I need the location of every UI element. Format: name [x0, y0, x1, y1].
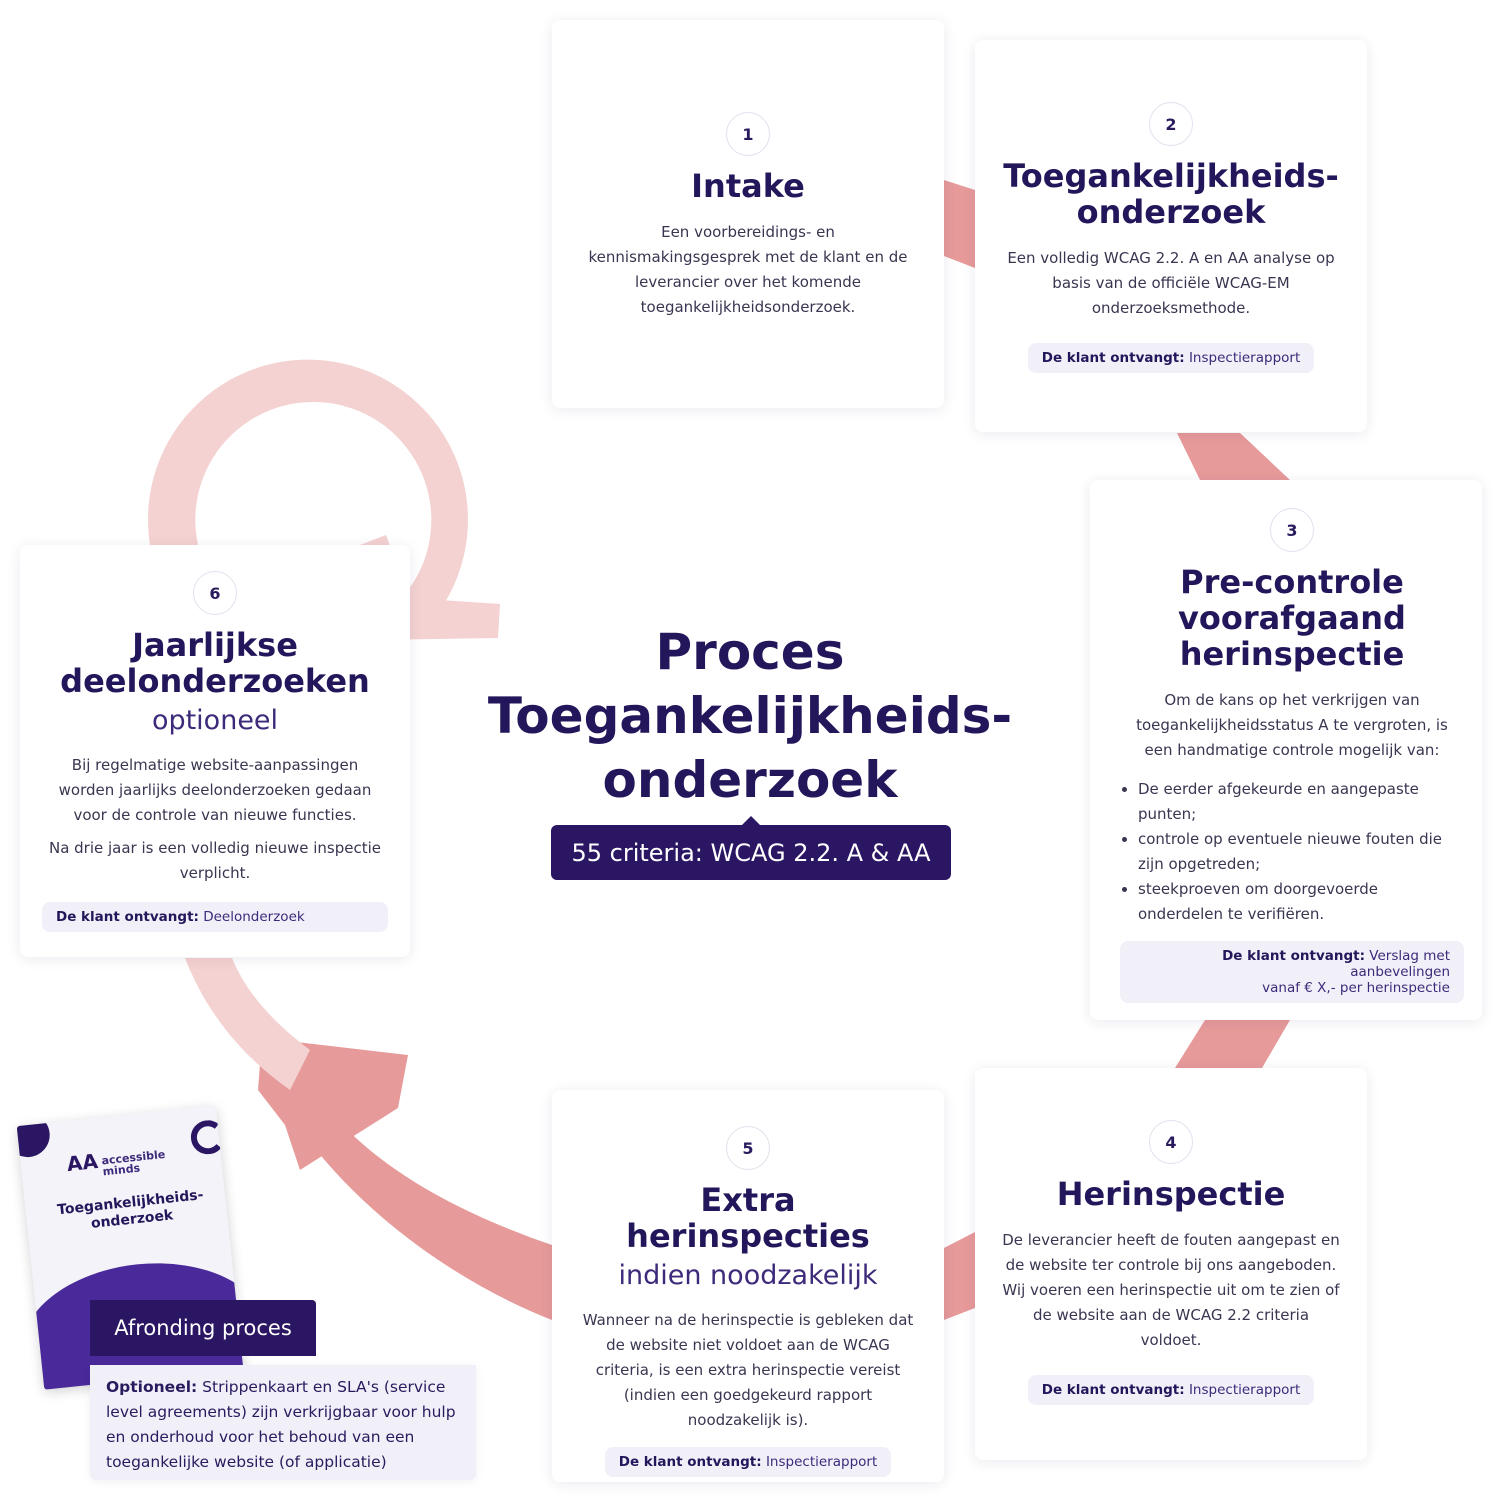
- optional-text: Strippenkaart en SLA's (service level ag…: [106, 1378, 456, 1471]
- receives-pill: De klant ontvangt: Deelonderzoek: [42, 902, 388, 932]
- yearly-loop-arrow: [147, 359, 468, 610]
- step-card-2: 2 Toegankelijkheids- onderzoek Een volle…: [975, 40, 1367, 432]
- brochure-logo: AA accessible minds: [65, 1148, 167, 1181]
- yearly-arc-bottom: [185, 958, 310, 1090]
- receives-label: De klant ontvangt:: [56, 909, 199, 925]
- step-title: Intake: [691, 167, 805, 205]
- receives-label: De klant ontvangt:: [1041, 1382, 1185, 1398]
- receives-value: Deelonderzoek: [203, 909, 305, 925]
- step-card-4: 4 Herinspectie De leverancier heeft de f…: [975, 1068, 1367, 1460]
- receives-pill: De klant ontvangt: Inspectierapport: [1027, 1375, 1315, 1405]
- step-title: Pre-controle voorafgaand herinspectie: [1120, 564, 1464, 672]
- step-number: 2: [1149, 102, 1193, 146]
- step-title-line: Pre-controle: [1180, 563, 1404, 601]
- receives-label: De klant ontvangt:: [618, 1454, 762, 1470]
- completion-optional-box: Optioneel: Strippenkaart en SLA's (servi…: [90, 1365, 476, 1480]
- step-card-1: 1 Intake Een voorbereidings- en kennisma…: [552, 20, 944, 408]
- step-title: Toegankelijkheids- onderzoek: [1001, 158, 1341, 230]
- bullet-item: controle op eventuele nieuwe fouten die …: [1138, 827, 1464, 877]
- connector-1-2: [944, 180, 975, 268]
- completion-label: Afronding proces: [90, 1300, 316, 1356]
- connector-4-5: [944, 1232, 975, 1320]
- step-card-5: 5 Extra herinspecties indien noodzakelij…: [552, 1090, 944, 1482]
- step-title-line: voorafgaand: [1178, 599, 1406, 637]
- step-body: Om de kans op het verkrijgen van toegank…: [1136, 691, 1448, 759]
- step-title-line: herinspectie: [1179, 635, 1405, 673]
- step-body-2: Na drie jaar is een volledig nieuwe insp…: [48, 839, 382, 882]
- title-line-2: Toegankelijkheids-: [487, 687, 1013, 745]
- receives-label: De klant ontvangt:: [1222, 948, 1365, 964]
- bullet-item: steekproeven om doorgevoerde onderdelen …: [1138, 877, 1464, 927]
- step-title-line: deelonderzoeken: [60, 662, 370, 700]
- receives-value: Inspectierapport: [1188, 1382, 1301, 1398]
- brochure-title: Toegankelijkheids- onderzoek: [45, 1186, 218, 1238]
- title-line-3: onderzoek: [602, 751, 898, 809]
- receives-value: Verslag met aanbevelingen: [1350, 948, 1450, 980]
- step-body: Een voorbereidings- en kennismakingsgesp…: [588, 223, 908, 316]
- step-body: Bij regelmatige website-aanpassingen wor…: [58, 756, 372, 824]
- step-title: Jaarlijkse deelonderzoeken: [42, 627, 388, 699]
- receives-pill: De klant ontvangt: Verslag met aanbeveli…: [1120, 941, 1464, 1003]
- return-arrow-body: [280, 1085, 552, 1320]
- bullet-list: De eerder afgekeurde en aangepaste punte…: [1120, 777, 1464, 927]
- step-body: Wanneer na de herinspectie is gebleken d…: [582, 1311, 914, 1429]
- diagram-title: Proces Toegankelijkheids- onderzoek: [470, 620, 1030, 812]
- title-line-1: Proces: [655, 623, 845, 681]
- criteria-badge: 55 criteria: WCAG 2.2. A & AA: [551, 816, 951, 880]
- brochure-brand-line: minds: [102, 1161, 141, 1179]
- receives-value-2: vanaf € X,- per herinspectie: [1262, 980, 1450, 996]
- receives-label: De klant ontvangt:: [1041, 350, 1185, 366]
- step-title: Extra herinspecties: [626, 1181, 870, 1255]
- step-title: Herinspectie: [1056, 1175, 1286, 1213]
- receives-pill: De klant ontvangt: Inspectierapport: [1027, 343, 1315, 373]
- step-title-line: onderzoek: [1076, 193, 1266, 231]
- receives-value: Inspectierapport: [1188, 350, 1301, 366]
- receives-pill: De klant ontvangt: Inspectierapport: [604, 1447, 892, 1477]
- step-body: Een volledig WCAG 2.2. A en AA analyse o…: [1007, 249, 1335, 317]
- step-card-6: 6 Jaarlijkse deelonderzoeken optioneel B…: [20, 545, 410, 957]
- brochure-brand: accessible minds: [101, 1148, 167, 1179]
- step-body: De leverancier heeft de fouten aangepast…: [1002, 1231, 1340, 1349]
- step-number: 4: [1149, 1120, 1193, 1164]
- step-title-line: Jaarlijkse: [132, 626, 298, 664]
- receives-value: Inspectierapport: [765, 1454, 878, 1470]
- step-number: 3: [1270, 508, 1314, 552]
- step-number: 6: [193, 571, 237, 615]
- step-subtitle: optioneel: [151, 705, 279, 736]
- step-card-3: 3 Pre-controle voorafgaand herinspectie …: [1090, 480, 1482, 1020]
- connector-3-4: [1175, 1020, 1290, 1068]
- bullet-item: De eerder afgekeurde en aangepaste punte…: [1138, 777, 1464, 827]
- step-number: 5: [726, 1126, 770, 1170]
- step-number: 1: [726, 112, 770, 156]
- connector-2-3: [1177, 433, 1290, 480]
- optional-label: Optioneel:: [106, 1378, 198, 1396]
- step-title-line: Toegankelijkheids-: [1003, 157, 1339, 195]
- step-subtitle: indien noodzakelijk: [618, 1260, 878, 1291]
- brochure-logo-mark: AA: [65, 1148, 99, 1177]
